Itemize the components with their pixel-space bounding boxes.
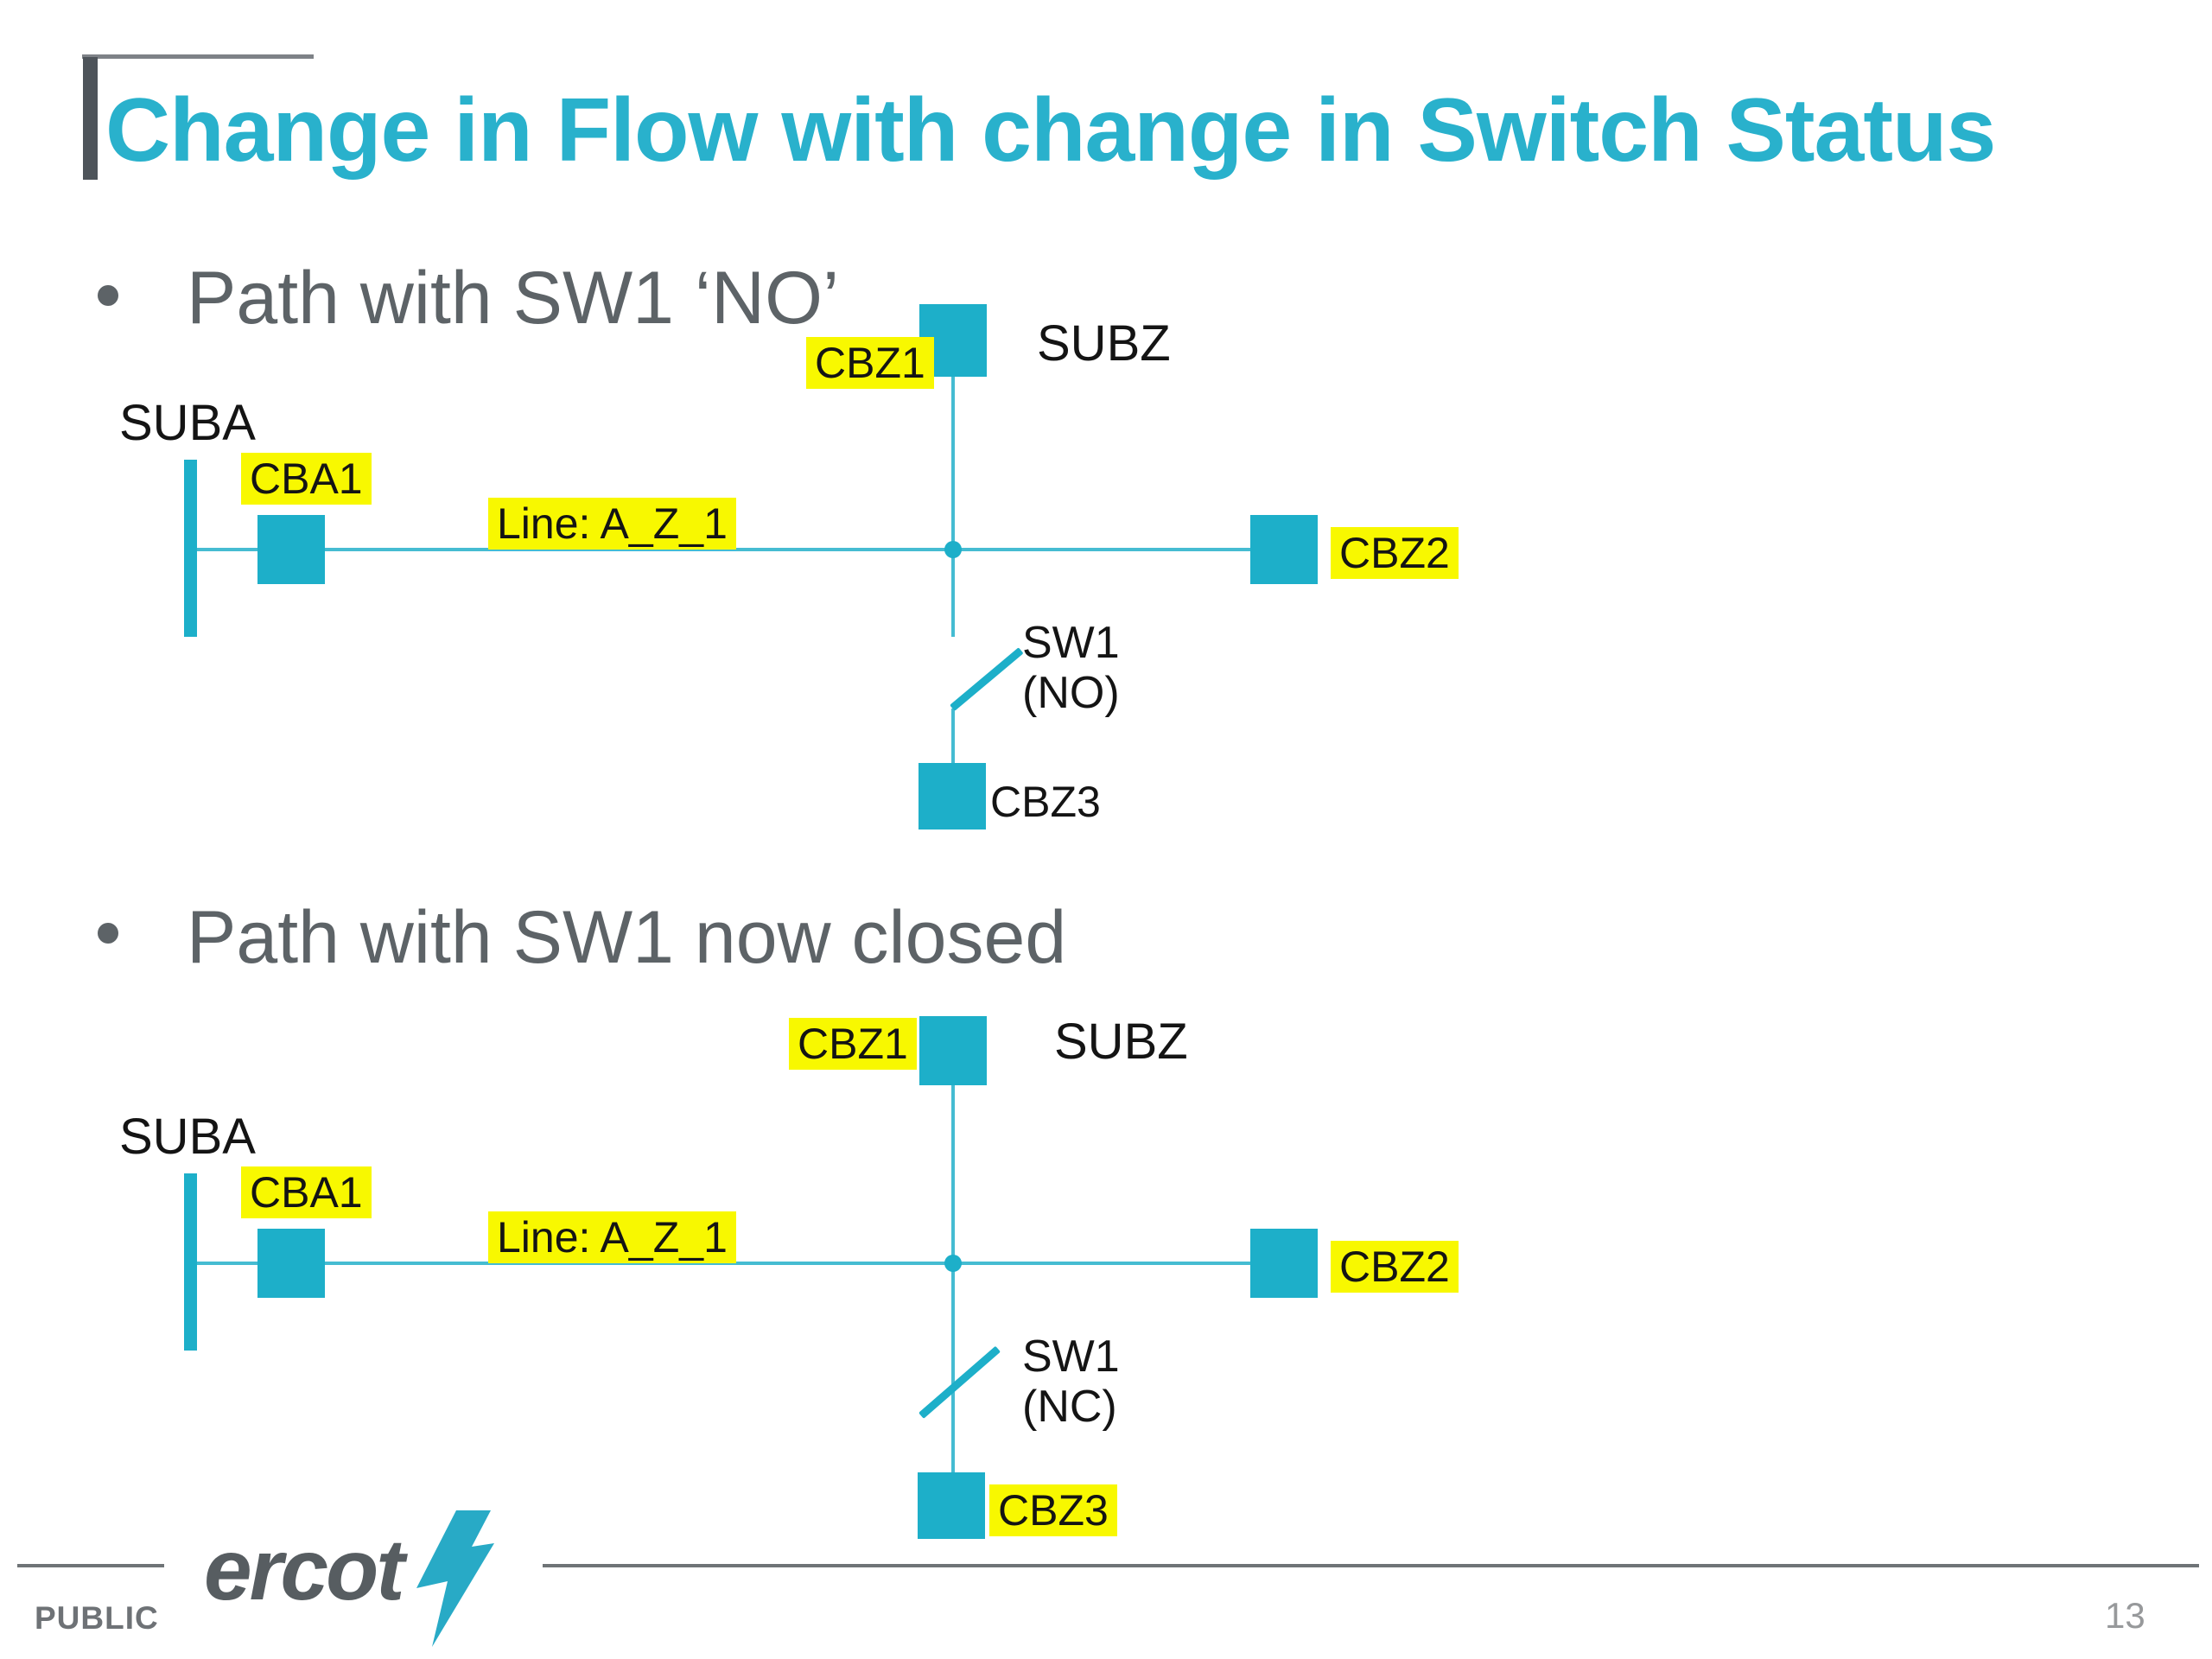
cba1-breaker-square xyxy=(257,515,325,584)
cba1-label: CBA1 xyxy=(241,1166,372,1218)
cbz1-breaker-square xyxy=(919,1016,987,1085)
switch-blade-open xyxy=(950,647,1024,711)
station-label-subz: SUBZ xyxy=(1037,315,1171,372)
suba-bus-bar xyxy=(184,1173,197,1351)
bullet-marker xyxy=(98,923,118,944)
cbz2-label: CBZ2 xyxy=(1331,527,1459,579)
cba1-breaker-square xyxy=(257,1229,325,1298)
classification-label: PUBLIC xyxy=(35,1600,159,1636)
ercot-lightning-icon xyxy=(416,1510,494,1647)
cbz2-breaker-square xyxy=(1250,515,1318,584)
header-corner-rule-horizontal xyxy=(82,54,314,59)
line-a-z-1-conductor xyxy=(197,1262,1250,1265)
bullet-path-sw1-closed: Path with SW1 now closed xyxy=(187,896,1067,979)
cbz2-label: CBZ2 xyxy=(1331,1241,1459,1293)
tap-junction-dot xyxy=(944,1255,962,1272)
page-title: Change in Flow with change in Switch Sta… xyxy=(105,80,1996,181)
station-label-suba: SUBA xyxy=(119,1109,256,1165)
line-a-z-1-label: Line: A_Z_1 xyxy=(488,1211,736,1263)
switch-name-label: SW1 xyxy=(1022,1332,1120,1382)
cbz3-breaker-square xyxy=(918,763,986,830)
switch-state-label: (NO) xyxy=(1022,668,1120,718)
station-label-subz: SUBZ xyxy=(1054,1014,1188,1070)
switch-state-label: (NC) xyxy=(1022,1382,1117,1432)
station-label-suba: SUBA xyxy=(119,395,256,451)
bullet-marker xyxy=(98,285,118,306)
line-a-z-1-conductor xyxy=(197,548,1250,551)
feeder-line-subz-upper xyxy=(951,373,955,637)
cbz3-label: CBZ3 xyxy=(990,778,1101,826)
feeder-line-subz-continuous xyxy=(951,1084,955,1472)
cbz3-label: CBZ3 xyxy=(989,1484,1117,1536)
cbz1-label: CBZ1 xyxy=(806,337,934,389)
footer-rule-right xyxy=(543,1564,2199,1567)
cbz1-label: CBZ1 xyxy=(789,1018,917,1070)
switch-blade-closed xyxy=(918,1345,1001,1419)
cbz3-breaker-square xyxy=(918,1472,985,1539)
tap-junction-dot xyxy=(944,541,962,558)
footer-rule-left xyxy=(17,1564,164,1567)
line-a-z-1-label: Line: A_Z_1 xyxy=(488,498,736,550)
ercot-logo-wordmark: ercot xyxy=(204,1522,405,1618)
bullet-path-sw1-no: Path with SW1 ‘NO’ xyxy=(187,257,840,340)
cba1-label: CBA1 xyxy=(241,453,372,505)
cbz2-breaker-square xyxy=(1250,1229,1318,1298)
header-corner-rule-vertical xyxy=(83,57,98,180)
feeder-line-subz-lower xyxy=(951,709,955,766)
switch-name-label: SW1 xyxy=(1022,618,1120,668)
page-number: 13 xyxy=(2105,1595,2145,1636)
suba-bus-bar xyxy=(184,460,197,637)
